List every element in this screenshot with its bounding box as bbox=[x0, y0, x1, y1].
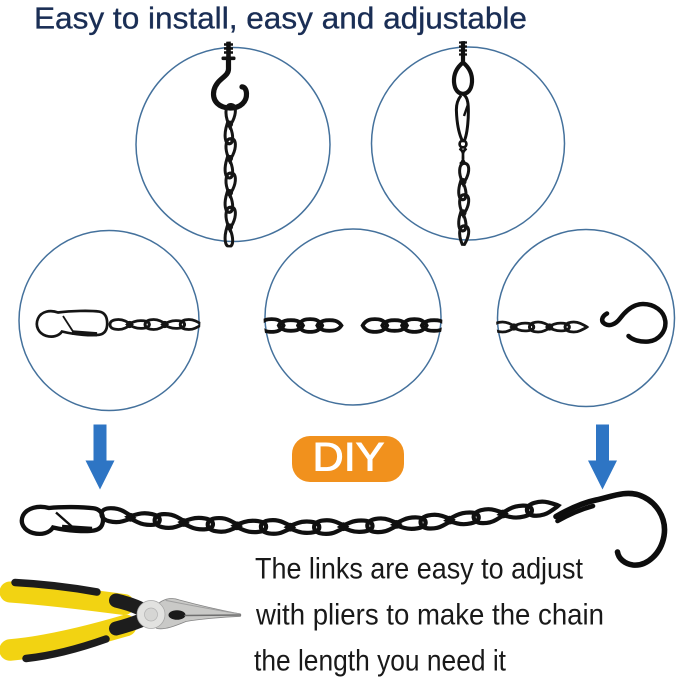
svg-text:The links are easy to adjust: The links are easy to adjust bbox=[255, 553, 583, 586]
svg-text:the length you need it: the length you need it bbox=[254, 645, 506, 678]
svg-text:with pliers to make the chain: with pliers to make the chain bbox=[255, 599, 604, 632]
svg-text:DIY: DIY bbox=[313, 436, 385, 480]
svg-text:Easy to install, easy and adju: Easy to install, easy and adjustable bbox=[34, 1, 527, 36]
